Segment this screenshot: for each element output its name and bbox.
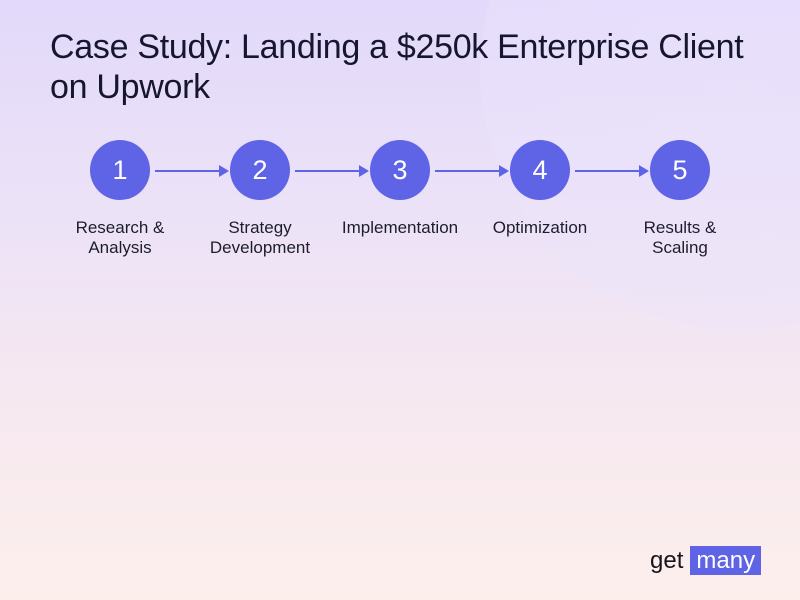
process-step-2: 2 Strategy Development [190, 140, 330, 258]
arrow-right-icon [575, 165, 649, 177]
step-number-circle: 4 [510, 140, 570, 200]
step-label: Results & Scaling [643, 218, 717, 257]
step-label: Optimization [492, 218, 588, 237]
process-step-1: 1 Research & Analysis [50, 140, 190, 258]
step-label: Strategy Development [209, 218, 311, 257]
step-label: Implementation [341, 218, 459, 237]
process-step-3: 3 Implementation [330, 140, 470, 238]
logo-text-get: get [650, 546, 684, 574]
step-number-circle: 5 [650, 140, 710, 200]
process-flow-diagram: 1 Research & Analysis 2 Strategy Develop… [50, 140, 750, 258]
step-number-circle: 2 [230, 140, 290, 200]
slide-title: Case Study: Landing a $250k Enterprise C… [50, 28, 744, 106]
process-step-4: 4 Optimization [470, 140, 610, 238]
arrow-right-icon [435, 165, 509, 177]
getmany-logo: get many [650, 546, 762, 575]
step-number-circle: 1 [90, 140, 150, 200]
arrow-right-icon [295, 165, 369, 177]
logo-text-many: many [690, 546, 762, 575]
step-label: Research & Analysis [75, 218, 165, 257]
step-number-circle: 3 [370, 140, 430, 200]
arrow-right-icon [155, 165, 229, 177]
process-step-5: 5 Results & Scaling [610, 140, 750, 258]
